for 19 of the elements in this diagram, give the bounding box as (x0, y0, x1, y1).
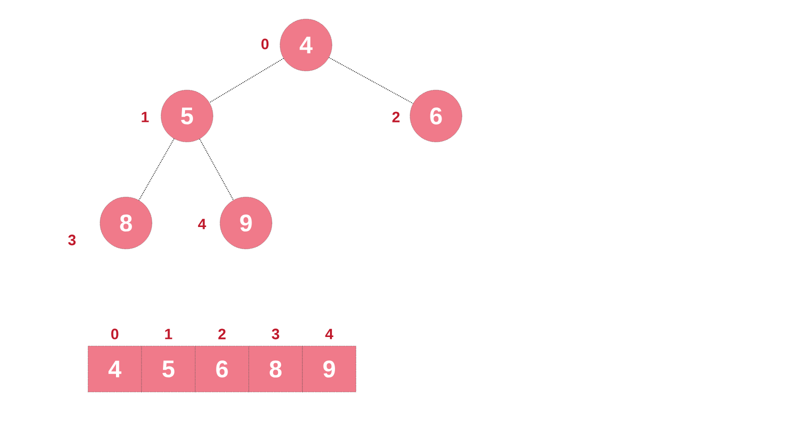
index-label: 2 (218, 328, 226, 340)
array-cell: 4 (88, 346, 142, 392)
array-cell: 9 (302, 346, 356, 392)
tree-edge (209, 58, 284, 103)
array-cell: 6 (195, 346, 249, 392)
index-label: 3 (272, 328, 280, 340)
tree-edge (199, 138, 234, 200)
index-label: 0 (261, 38, 269, 50)
array-cell: 5 (141, 346, 196, 392)
index-label: 1 (165, 328, 172, 340)
index-label: 4 (325, 328, 334, 340)
tree-edge (138, 138, 174, 201)
index-label: 1 (142, 112, 149, 122)
index-label: 0 (111, 328, 118, 340)
array-cell: 8 (248, 346, 303, 392)
tree-edge (328, 57, 414, 104)
index-label: 4 (198, 218, 206, 230)
index-label: 3 (68, 234, 76, 246)
index-label: 2 (392, 112, 400, 122)
